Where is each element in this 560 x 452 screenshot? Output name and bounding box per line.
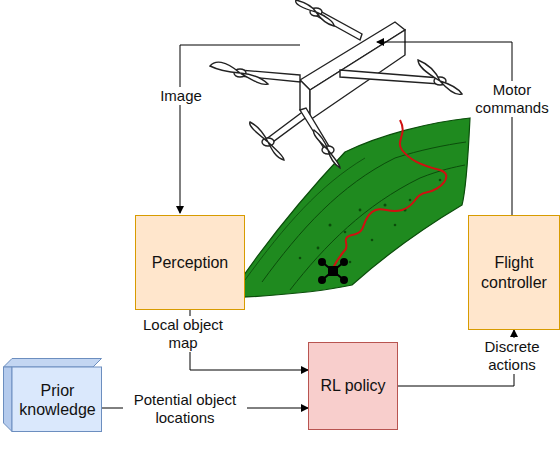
process-box: Flight controller xyxy=(468,215,560,330)
drone-sketch xyxy=(210,0,462,168)
edge-label: Local object map xyxy=(131,316,235,352)
image-line xyxy=(180,45,300,213)
node-text: Prior knowledge xyxy=(17,381,98,419)
knowledge-box: Prior knowledge xyxy=(3,358,102,432)
process-box: Perception xyxy=(135,215,245,310)
signal-label: Motor commands xyxy=(470,81,554,117)
policy-box: RL policy xyxy=(308,342,398,430)
uav-icon xyxy=(319,259,347,283)
edge-label: Potential object locations xyxy=(123,391,247,427)
crop-field xyxy=(228,118,470,298)
motor-command-line xyxy=(377,42,512,215)
node-text: Perception xyxy=(152,253,229,272)
node-text: Flight controller xyxy=(473,253,555,291)
node-text: RL policy xyxy=(320,376,385,395)
edge-label: Discrete actions xyxy=(470,338,554,374)
signal-label: Image xyxy=(149,87,213,105)
